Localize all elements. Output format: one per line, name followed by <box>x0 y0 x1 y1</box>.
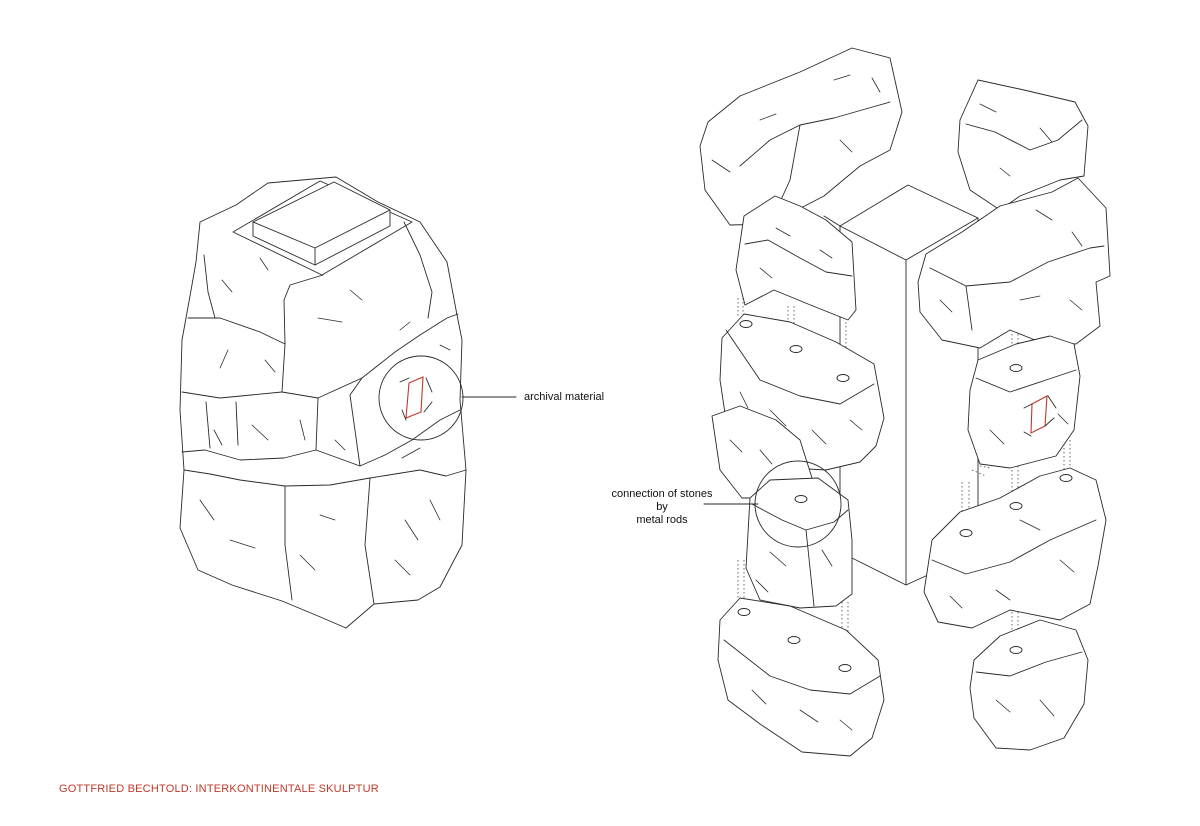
stone-bottom-left <box>717 597 885 757</box>
exploded-sculpture: connection of stones by metal rods <box>612 47 1111 757</box>
archival-detail-circle <box>378 355 464 441</box>
connection-label-line1: connection of stones <box>612 488 713 500</box>
stone-top-left-front <box>735 195 857 321</box>
stone-bottom-right <box>969 619 1089 751</box>
stone-lower-right <box>923 467 1107 629</box>
connection-label-line2: by <box>656 501 668 513</box>
connection-label-line3: metal rods <box>636 514 688 526</box>
stone-top-right-front <box>917 177 1111 349</box>
archival-material-label: archival material <box>524 391 604 403</box>
stone-top-right <box>957 79 1089 211</box>
archival-material-mark <box>405 376 424 419</box>
assembled-sculpture: archival material <box>179 176 604 629</box>
drawing-caption: GOTTFRIED BECHTOLD: INTERKONTINENTALE SK… <box>59 783 379 795</box>
stone-top-left <box>699 47 903 226</box>
stone-mid-right <box>967 335 1081 469</box>
